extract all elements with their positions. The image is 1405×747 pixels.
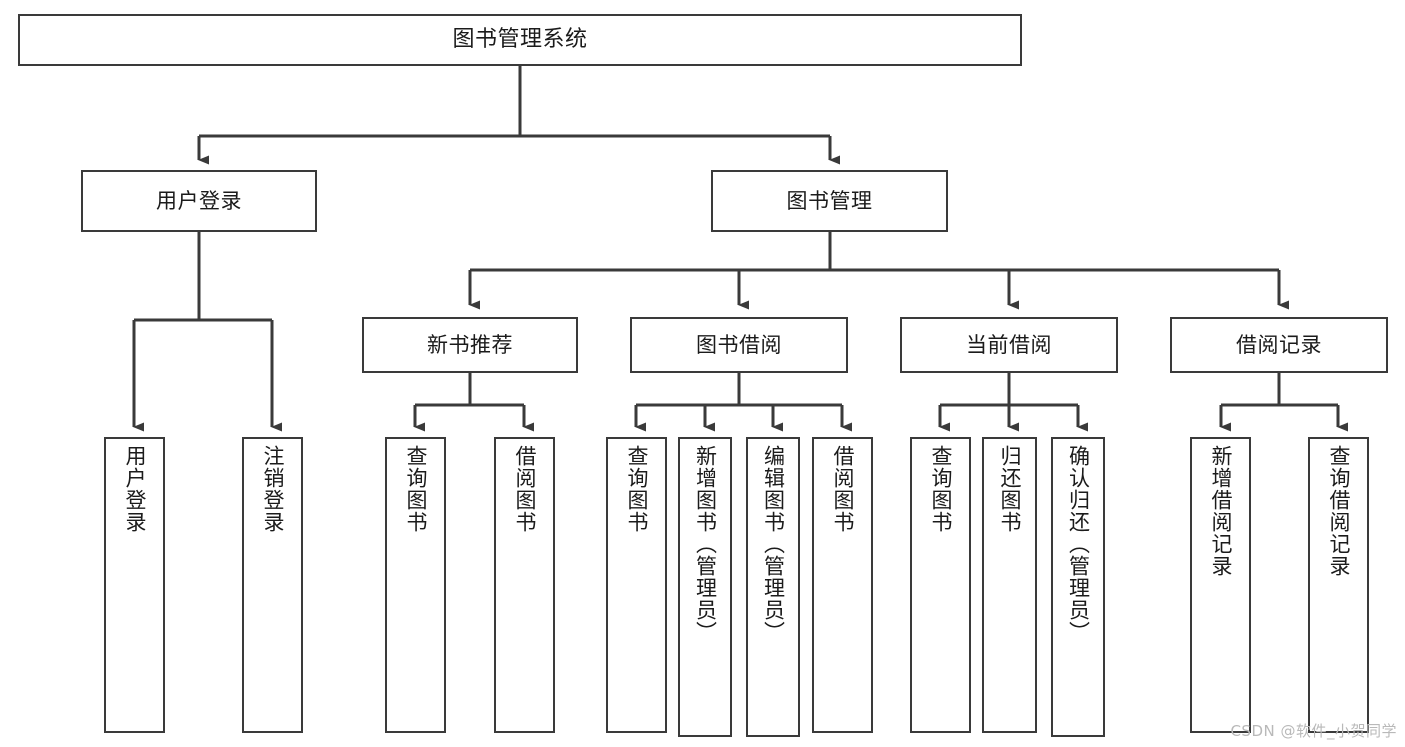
node-leaf-query-record-label: 查询借阅记录 (1327, 445, 1351, 577)
watermark-label: CSDN @软件_小贺同学 (1230, 722, 1397, 740)
node-new-book-recommend-label: 新书推荐 (427, 332, 513, 357)
node-leaf-user-logout-label: 注销登录 (261, 445, 285, 533)
node-leaf-return-book[interactable]: 归还图书 (982, 437, 1037, 733)
node-leaf-add-record-label: 新增借阅记录 (1209, 445, 1233, 577)
node-leaf-return-book-label: 归还图书 (998, 445, 1022, 533)
node-leaf-query-book-2[interactable]: 查询图书 (606, 437, 667, 733)
node-book-manage[interactable]: 图书管理 (711, 170, 948, 232)
node-borrow-record-label: 借阅记录 (1236, 332, 1322, 357)
node-new-book-recommend[interactable]: 新书推荐 (362, 317, 578, 373)
node-leaf-user-login[interactable]: 用户登录 (104, 437, 165, 733)
node-leaf-query-book-2-label: 查询图书 (625, 445, 649, 533)
node-book-borrow-label: 图书借阅 (696, 332, 782, 357)
node-book-borrow[interactable]: 图书借阅 (630, 317, 848, 373)
node-leaf-query-book-1[interactable]: 查询图书 (385, 437, 446, 733)
node-current-borrow[interactable]: 当前借阅 (900, 317, 1118, 373)
node-user-login-label: 用户登录 (156, 188, 242, 213)
node-leaf-borrow-book-2[interactable]: 借阅图书 (812, 437, 873, 733)
node-leaf-confirm-return[interactable]: 确认归还（管理员） (1051, 437, 1105, 737)
node-leaf-edit-book-label: 编辑图书（管理员） (761, 445, 786, 643)
node-leaf-borrow-book-2-label: 借阅图书 (831, 445, 855, 533)
node-leaf-user-login-label: 用户登录 (123, 445, 147, 533)
node-leaf-edit-book[interactable]: 编辑图书（管理员） (746, 437, 800, 737)
node-current-borrow-label: 当前借阅 (966, 332, 1052, 357)
node-leaf-query-record[interactable]: 查询借阅记录 (1308, 437, 1369, 733)
node-book-manage-label: 图书管理 (786, 188, 873, 213)
node-borrow-record[interactable]: 借阅记录 (1170, 317, 1388, 373)
node-leaf-borrow-book-1-label: 借阅图书 (513, 445, 537, 533)
node-root[interactable]: 图书管理系统 (18, 14, 1022, 66)
node-leaf-add-book[interactable]: 新增图书（管理员） (678, 437, 732, 737)
node-leaf-query-book-3[interactable]: 查询图书 (910, 437, 971, 733)
node-leaf-query-book-1-label: 查询图书 (404, 445, 428, 533)
node-leaf-user-logout[interactable]: 注销登录 (242, 437, 303, 733)
node-leaf-query-book-3-label: 查询图书 (929, 445, 953, 533)
node-root-label: 图书管理系统 (452, 27, 588, 53)
node-user-login[interactable]: 用户登录 (81, 170, 317, 232)
node-leaf-add-record[interactable]: 新增借阅记录 (1190, 437, 1251, 733)
node-leaf-borrow-book-1[interactable]: 借阅图书 (494, 437, 555, 733)
node-leaf-confirm-return-label: 确认归还（管理员） (1066, 445, 1091, 643)
node-leaf-add-book-label: 新增图书（管理员） (693, 445, 718, 643)
